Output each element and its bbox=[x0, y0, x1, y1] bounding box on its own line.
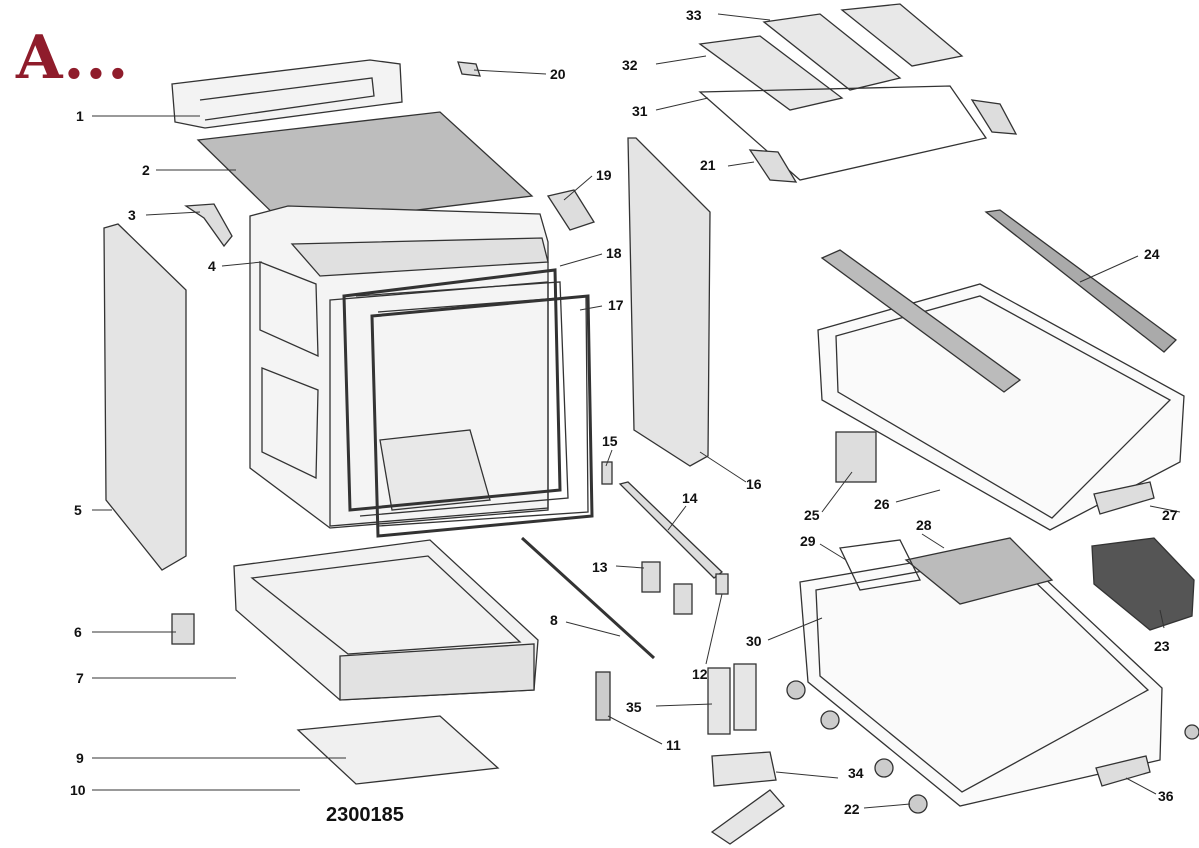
callout-24: 24 bbox=[1144, 246, 1160, 262]
part-24-spray-arm-rail bbox=[984, 209, 1177, 353]
part-17-gasket bbox=[370, 294, 594, 538]
callout-31: 31 bbox=[632, 103, 648, 119]
part-6-valve bbox=[171, 613, 195, 645]
callout-21: 21 bbox=[700, 157, 716, 173]
callout-35: 35 bbox=[626, 699, 642, 715]
part-5-side-panel bbox=[103, 223, 187, 571]
part-30-lower-basket bbox=[799, 537, 1163, 807]
callout-17: 17 bbox=[608, 297, 624, 313]
part-20-clip bbox=[457, 61, 481, 77]
part-2-worktop bbox=[196, 111, 534, 227]
part-27-handle bbox=[1093, 481, 1155, 515]
callout-18: 18 bbox=[606, 245, 622, 261]
callout-14: 14 bbox=[682, 490, 698, 506]
part-7-base-frame bbox=[233, 539, 539, 701]
callout-10: 10 bbox=[70, 782, 86, 798]
callout-5: 5 bbox=[74, 502, 82, 518]
part-26-upper-basket bbox=[817, 249, 1185, 531]
cutlery-tray bbox=[698, 3, 1018, 183]
callout-15: 15 bbox=[602, 433, 618, 449]
document-number: 2300185 bbox=[326, 804, 404, 826]
part-22-wheels bbox=[786, 680, 1199, 814]
part-36-handle bbox=[1095, 755, 1151, 787]
part-16-side-panel bbox=[627, 137, 711, 467]
callout-4: 4 bbox=[208, 258, 216, 274]
callout-6: 6 bbox=[74, 624, 82, 640]
part-13-hinge bbox=[641, 561, 661, 593]
callout-16: 16 bbox=[746, 476, 762, 492]
brand-logo-text: A... bbox=[16, 23, 130, 93]
callout-25: 25 bbox=[804, 507, 820, 523]
part-23-cutlery-basket bbox=[1091, 537, 1195, 631]
callout-34: 34 bbox=[848, 765, 864, 781]
dishwasher-tub-body bbox=[249, 205, 589, 529]
part-15-clip bbox=[601, 461, 613, 485]
part-19-bracket bbox=[546, 189, 595, 231]
callout-13: 13 bbox=[592, 559, 608, 575]
callout-20: 20 bbox=[550, 66, 566, 82]
callout-28: 28 bbox=[916, 517, 932, 533]
callout-30: 30 bbox=[746, 633, 762, 649]
callout-32: 32 bbox=[622, 57, 638, 73]
callout-9: 9 bbox=[76, 750, 84, 766]
part-1-top-frame bbox=[171, 59, 403, 129]
part-25-clip bbox=[835, 431, 877, 483]
callout-26: 26 bbox=[874, 496, 890, 512]
part-34-bracket bbox=[711, 751, 777, 787]
callout-8: 8 bbox=[550, 612, 558, 628]
callout-23: 23 bbox=[1154, 638, 1170, 654]
part-35-wheel-holder-b bbox=[733, 663, 757, 731]
part-12-clip bbox=[715, 573, 729, 595]
callout-labels: 1 2 3 4 5 6 7 8 9 10 11 12 13 14 15 16 1… bbox=[70, 7, 1178, 817]
part-11-foot bbox=[595, 671, 611, 721]
callout-29: 29 bbox=[800, 533, 816, 549]
part-18-gasket bbox=[342, 268, 562, 512]
callout-11: 11 bbox=[666, 737, 681, 753]
callout-33: 33 bbox=[686, 7, 702, 23]
callout-27: 27 bbox=[1162, 507, 1178, 523]
callout-12: 12 bbox=[692, 666, 708, 682]
part-14-rail bbox=[618, 481, 724, 579]
callout-36: 36 bbox=[1158, 788, 1174, 804]
part-10-base-cover bbox=[296, 715, 500, 785]
callout-22: 22 bbox=[844, 801, 860, 817]
part-13-hinge-b bbox=[673, 583, 693, 615]
callout-3: 3 bbox=[128, 207, 136, 223]
callout-2: 2 bbox=[142, 162, 150, 178]
part-34-bracket-b bbox=[710, 789, 785, 845]
part-8-rod bbox=[520, 536, 656, 660]
leader-lines bbox=[92, 13, 1181, 809]
part-35-wheel-holder bbox=[707, 667, 731, 735]
callout-1: 1 bbox=[76, 108, 84, 124]
part-3-bracket bbox=[184, 203, 233, 248]
callout-7: 7 bbox=[76, 670, 84, 686]
callout-19: 19 bbox=[596, 167, 612, 183]
